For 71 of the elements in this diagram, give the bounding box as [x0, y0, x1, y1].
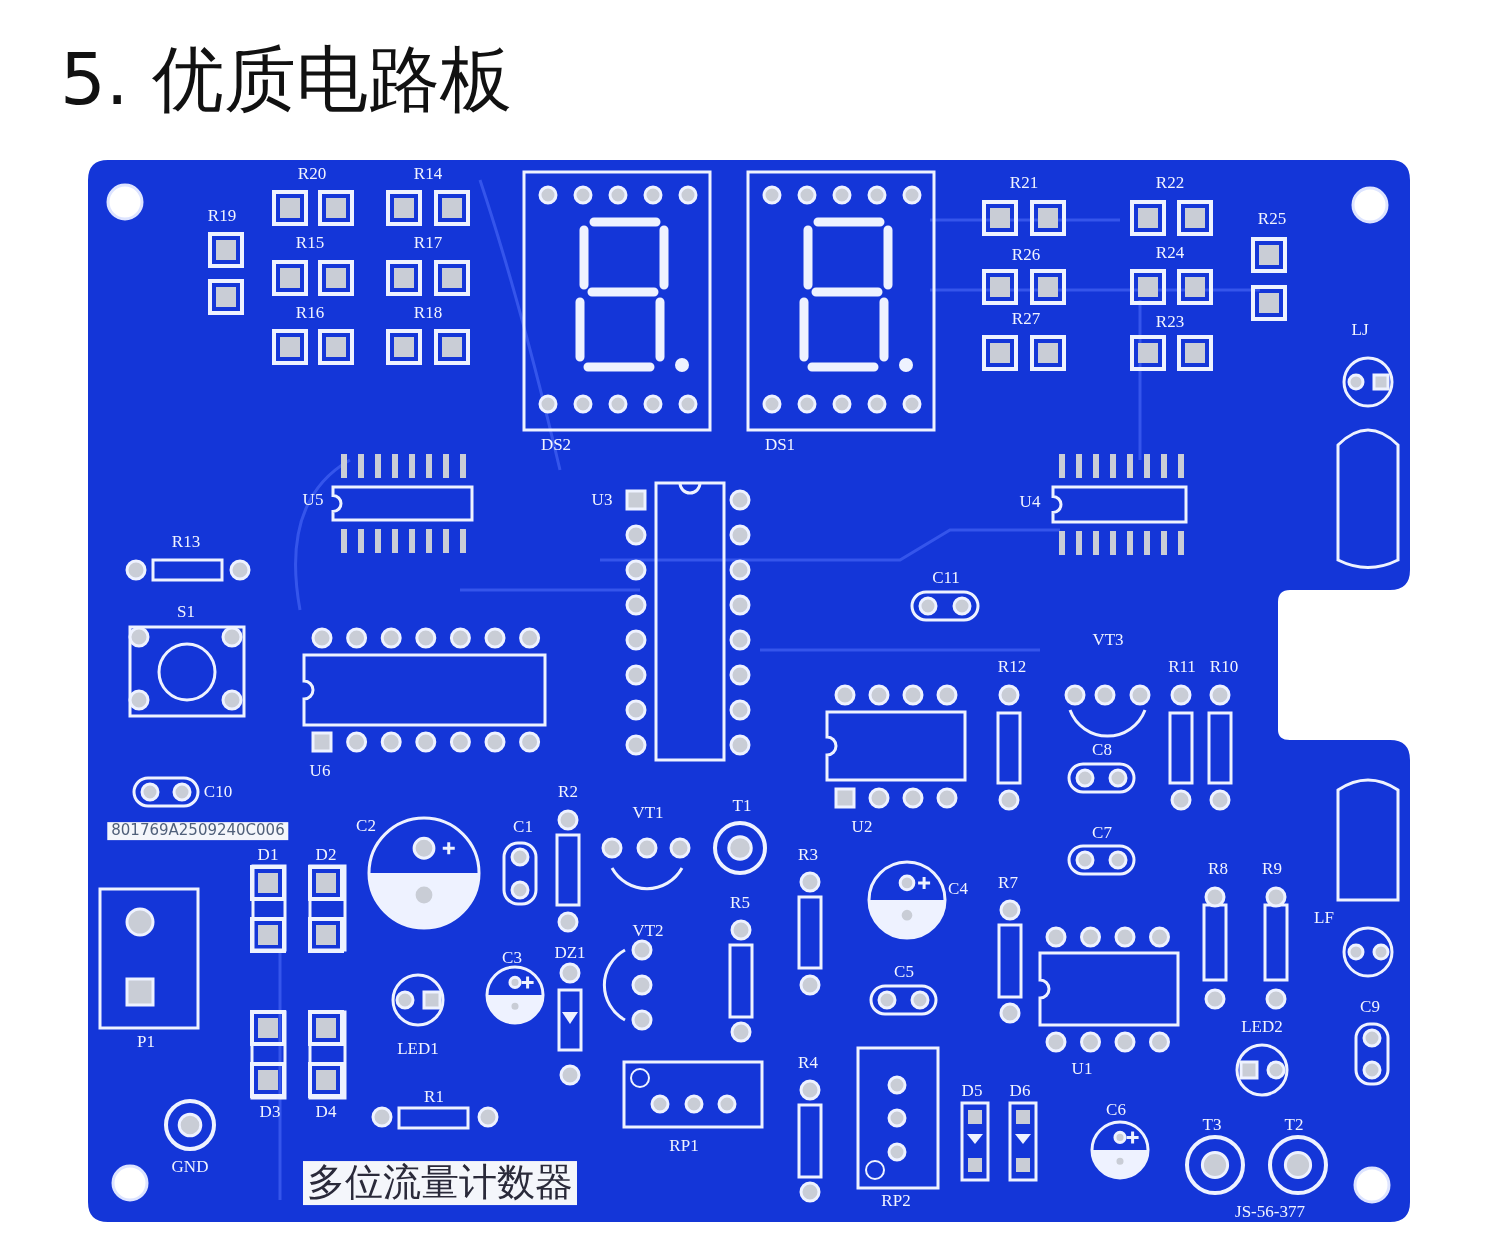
- silkscreen-label: T2: [1284, 1116, 1304, 1134]
- silkscreen-label: R3: [798, 846, 818, 864]
- silkscreen-label: RP1: [669, 1137, 699, 1155]
- silkscreen-label: U1: [1071, 1060, 1093, 1078]
- silkscreen-label: U2: [851, 818, 873, 836]
- silkscreen-label: R13: [171, 533, 201, 551]
- silkscreen-label: LJ: [1351, 321, 1369, 339]
- silkscreen-label: D1: [257, 846, 279, 864]
- page-title: 5. 优质电路板: [60, 40, 512, 120]
- silkscreen-label: R17: [413, 234, 443, 252]
- silkscreen-label: C11: [932, 569, 960, 587]
- silkscreen-label: R1: [424, 1088, 444, 1106]
- silkscreen-label: DZ1: [554, 944, 586, 962]
- silkscreen-label: D4: [315, 1103, 337, 1121]
- silkscreen-label: C3: [502, 949, 522, 967]
- silkscreen-label: R2: [558, 783, 578, 801]
- silkscreen-label: R5: [730, 894, 750, 912]
- silkscreen-label: R18: [413, 304, 443, 322]
- silkscreen-label: D3: [259, 1103, 281, 1121]
- silkscreen-label: R11: [1168, 658, 1196, 676]
- silkscreen-label: C5: [894, 963, 914, 981]
- silkscreen-label: R19: [207, 207, 237, 225]
- silkscreen-label: VT1: [632, 804, 664, 822]
- silkscreen-label: GND: [171, 1158, 209, 1176]
- silkscreen-label: VT3: [1092, 631, 1124, 649]
- silkscreen-label: C4: [948, 880, 968, 898]
- silkscreen-label: C1: [513, 818, 533, 836]
- silkscreen-label: D2: [315, 846, 337, 864]
- silkscreen-label: R25: [1257, 210, 1287, 228]
- silkscreen-label: DS2: [540, 436, 572, 454]
- silkscreen-label: C7: [1092, 824, 1112, 842]
- silkscreen-label: R7: [998, 874, 1018, 892]
- silkscreen-label: C8: [1092, 741, 1112, 759]
- silkscreen-label: R15: [295, 234, 325, 252]
- silkscreen-label: R22: [1155, 174, 1185, 192]
- silkscreen-label: R16: [295, 304, 325, 322]
- silkscreen-label: C6: [1106, 1101, 1126, 1119]
- silkscreen-label: JS-56-377: [1235, 1203, 1305, 1221]
- silkscreen-label: P1: [137, 1033, 155, 1051]
- silkscreen-label: R8: [1208, 860, 1228, 878]
- silkscreen-label: R20: [297, 165, 327, 183]
- silkscreen-label: S1: [177, 603, 195, 621]
- silkscreen-label: R14: [413, 165, 443, 183]
- silkscreen-label: T3: [1202, 1116, 1222, 1134]
- silkscreen-label: R23: [1155, 313, 1185, 331]
- silkscreen-label: C9: [1360, 998, 1380, 1016]
- silkscreen-label: D6: [1009, 1082, 1031, 1100]
- silkscreen-label: R26: [1011, 246, 1041, 264]
- silkscreen-label: LED2: [1241, 1018, 1283, 1036]
- silkscreen-label: 多位流量计数器: [303, 1161, 577, 1205]
- silkscreen-label: LED1: [397, 1040, 439, 1058]
- silkscreen-label: R9: [1262, 860, 1282, 878]
- silkscreen-label: C10: [203, 783, 233, 801]
- silkscreen-label: C2: [356, 817, 376, 835]
- silkscreen-label: U3: [591, 491, 613, 509]
- silkscreen-label: 801769A2509240C006: [107, 822, 289, 840]
- silkscreen-label: VT2: [632, 922, 664, 940]
- silkscreen-label: T1: [732, 797, 752, 815]
- silkscreen-label: DS1: [764, 436, 796, 454]
- silkscreen-label: R10: [1209, 658, 1239, 676]
- silkscreen-label: D5: [961, 1082, 983, 1100]
- silkscreen-label: U5: [302, 491, 324, 509]
- silkscreen-label: U6: [309, 762, 331, 780]
- silkscreen-label: R4: [798, 1054, 818, 1072]
- silkscreen-label: R21: [1009, 174, 1039, 192]
- silkscreen-label: R24: [1155, 244, 1185, 262]
- silkscreen-label: R12: [997, 658, 1027, 676]
- silkscreen-label: R27: [1011, 310, 1041, 328]
- silkscreen-label: LF: [1314, 909, 1334, 927]
- silkscreen-label: U4: [1019, 493, 1041, 511]
- silkscreen-label: RP2: [881, 1192, 911, 1210]
